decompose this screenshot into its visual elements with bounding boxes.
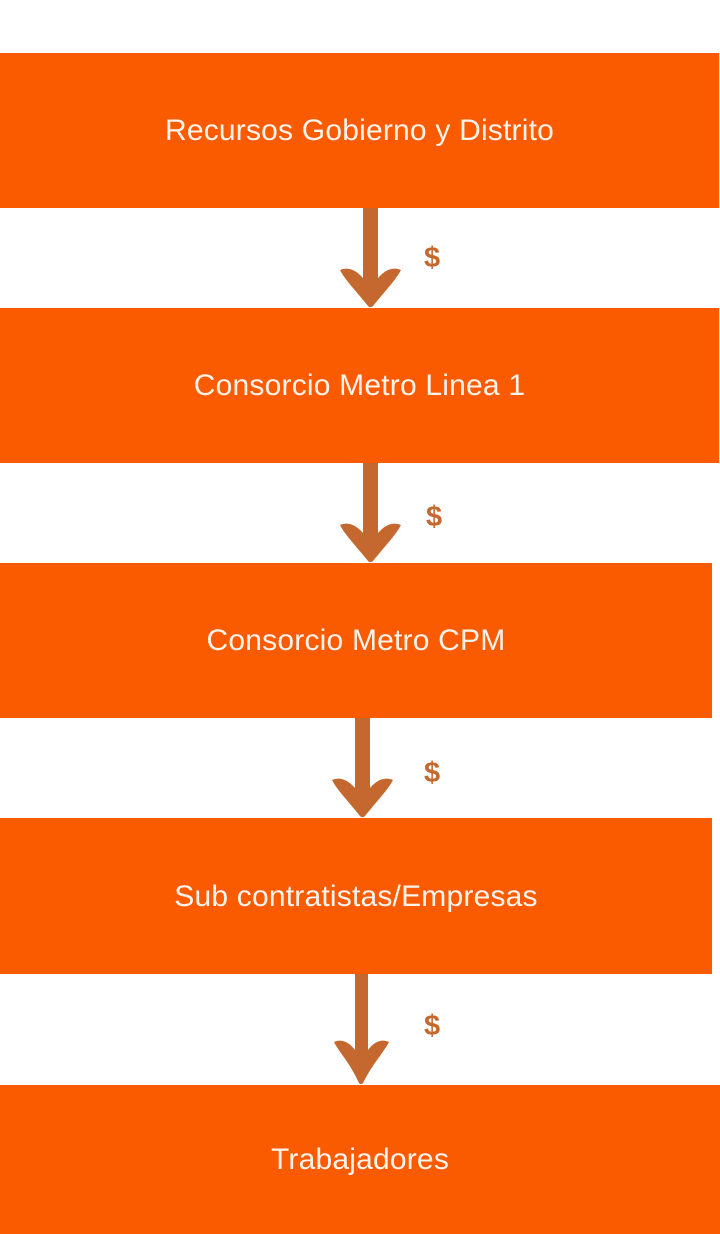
connector-recursos-to-consorcio-l1: $ (0, 208, 720, 308)
flow-node-subcontratistas[interactable]: Sub contratistas/Empresas (0, 818, 712, 974)
flow-node-consorcio-l1[interactable]: Consorcio Metro Linea 1 (0, 308, 719, 463)
flow-node-label: Consorcio Metro CPM (206, 624, 506, 657)
connector-cpm-to-subcontratistas: $ (0, 718, 720, 818)
connector-money-label: $ (424, 242, 441, 274)
flow-node-trabajadores[interactable]: Trabajadores (0, 1085, 720, 1234)
flow-node-label: Recursos Gobierno y Distrito (164, 114, 555, 147)
down-arrow-icon (340, 208, 401, 308)
down-arrow-icon (340, 463, 401, 563)
flow-node-label: Consorcio Metro Linea 1 (193, 369, 526, 402)
connector-money-label: $ (424, 1010, 441, 1042)
flow-node-label: Trabajadores (270, 1143, 450, 1176)
flow-node-label: Sub contratistas/Empresas (174, 879, 538, 913)
flow-node-consorcio-cpm[interactable]: Consorcio Metro CPM (0, 563, 712, 718)
connector-subcontratistas-to-trabajadores: $ (0, 974, 720, 1085)
connector-consorcio-l1-to-cpm: $ (0, 463, 720, 563)
down-arrow-icon (334, 974, 389, 1085)
down-arrow-icon (332, 718, 393, 818)
connector-money-label: $ (426, 501, 443, 533)
flow-node-recursos[interactable]: Recursos Gobierno y Distrito (0, 53, 719, 208)
connector-money-label: $ (424, 757, 441, 789)
